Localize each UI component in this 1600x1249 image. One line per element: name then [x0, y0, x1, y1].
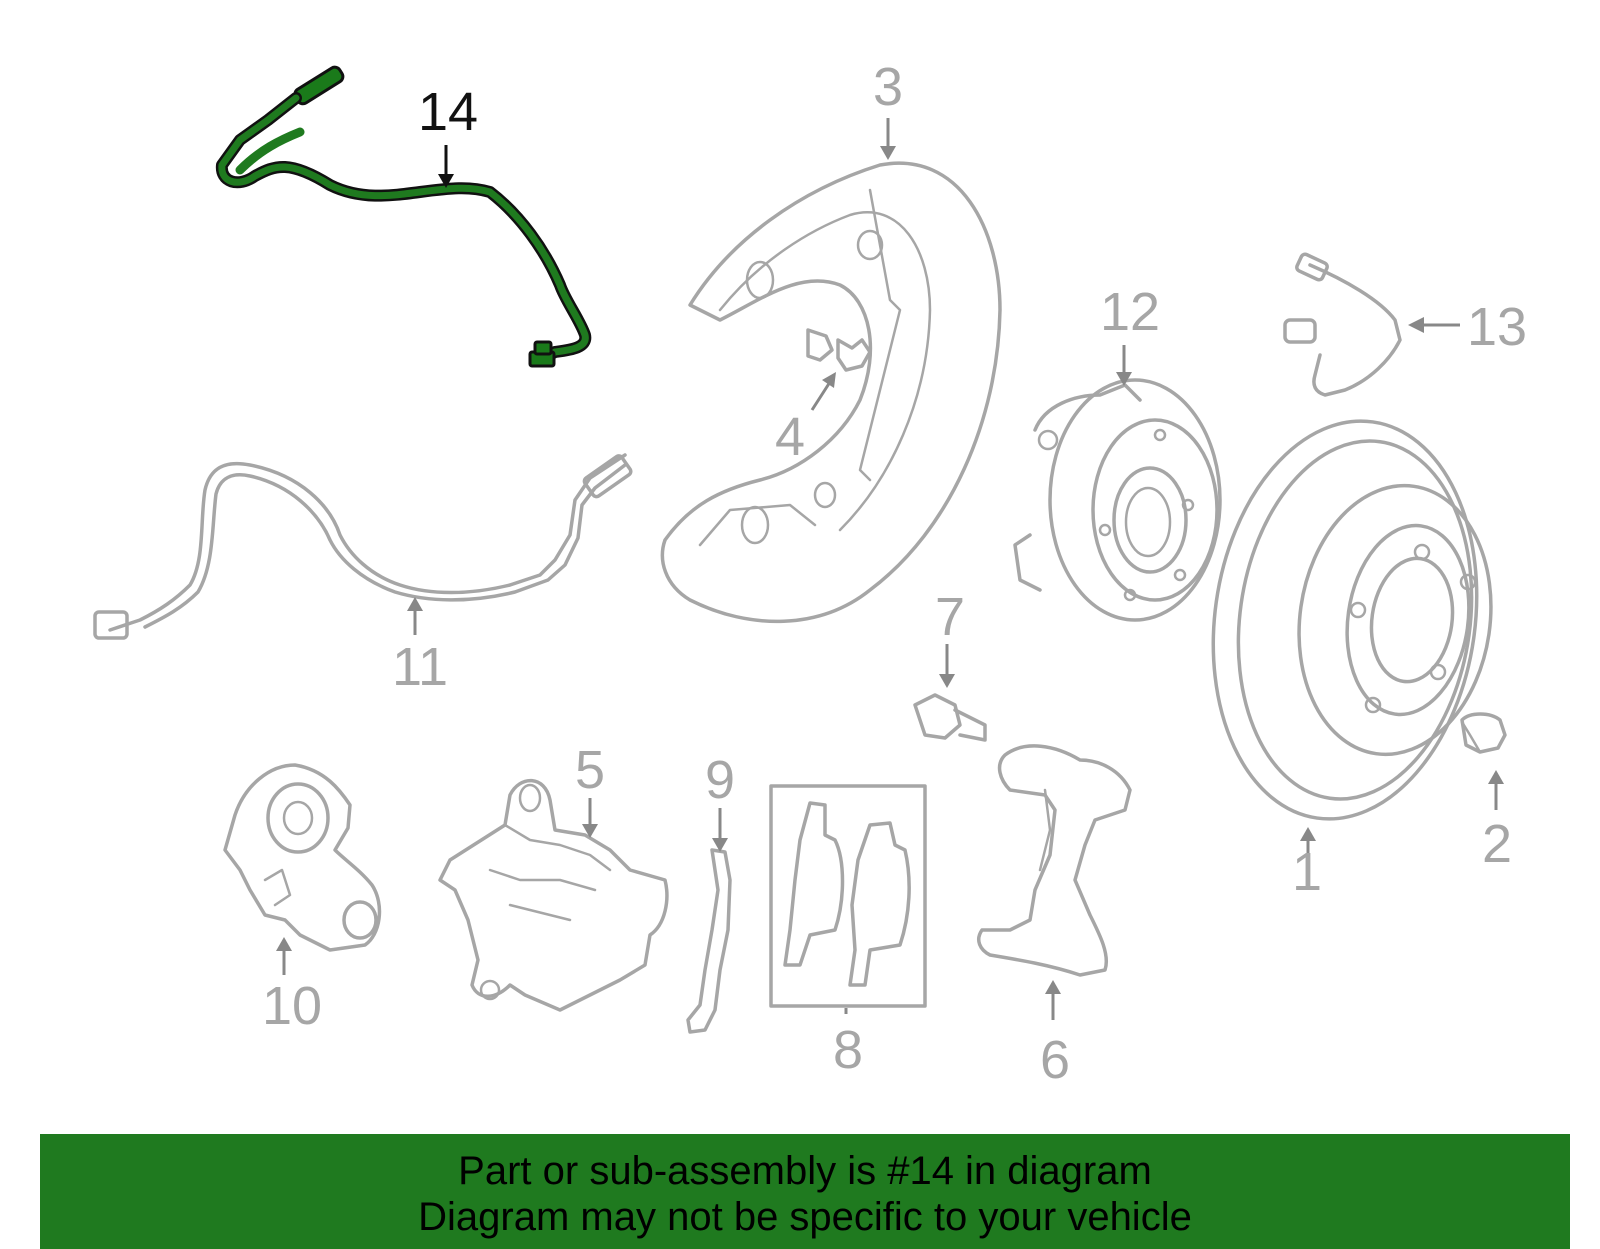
callout-labels: 14 3 4 12 13 11 7 2 1 5 9 8 6 10 [262, 57, 1527, 1090]
part-2-bolt[interactable] [1460, 712, 1507, 754]
part-13-wear-sensor[interactable] [1283, 252, 1402, 397]
label-7: 7 [935, 587, 965, 647]
banner-line-1: Part or sub-assembly is #14 in diagram [458, 1149, 1152, 1193]
label-14: 14 [418, 82, 478, 142]
label-6: 6 [1040, 1030, 1070, 1090]
label-9: 9 [705, 750, 735, 810]
part-14-abs-sensor-highlighted[interactable] [215, 65, 592, 368]
label-3: 3 [873, 57, 903, 117]
label-4: 4 [775, 407, 805, 467]
label-1: 1 [1292, 842, 1322, 902]
part-11-front-sensor-wire[interactable] [93, 453, 633, 640]
part-3-splash-shield[interactable] [660, 161, 1002, 624]
label-2: 2 [1482, 814, 1512, 874]
label-13: 13 [1467, 297, 1527, 357]
label-8: 8 [833, 1020, 863, 1080]
part-7-bolt[interactable] [913, 693, 987, 742]
part-10-caliper-motor[interactable] [223, 763, 382, 952]
part-5-brake-caliper[interactable] [438, 778, 669, 1012]
part-12-wheel-hub[interactable] [1013, 378, 1222, 622]
label-11: 11 [392, 637, 448, 697]
info-banner: Part or sub-assembly is #14 in diagram D… [40, 1134, 1570, 1249]
part-8-brake-pad-set[interactable] [769, 784, 927, 1008]
label-12: 12 [1100, 282, 1160, 342]
label-5: 5 [575, 740, 605, 800]
part-1-brake-rotor[interactable] [1188, 404, 1507, 836]
banner-line-2: Diagram may not be specific to your vehi… [418, 1195, 1192, 1239]
part-6-caliper-bracket[interactable] [977, 744, 1132, 977]
callout-arrows [276, 118, 1504, 1020]
part-9-clip[interactable] [686, 848, 732, 1034]
part-4-bolt[interactable] [806, 328, 872, 372]
label-10: 10 [262, 976, 322, 1036]
